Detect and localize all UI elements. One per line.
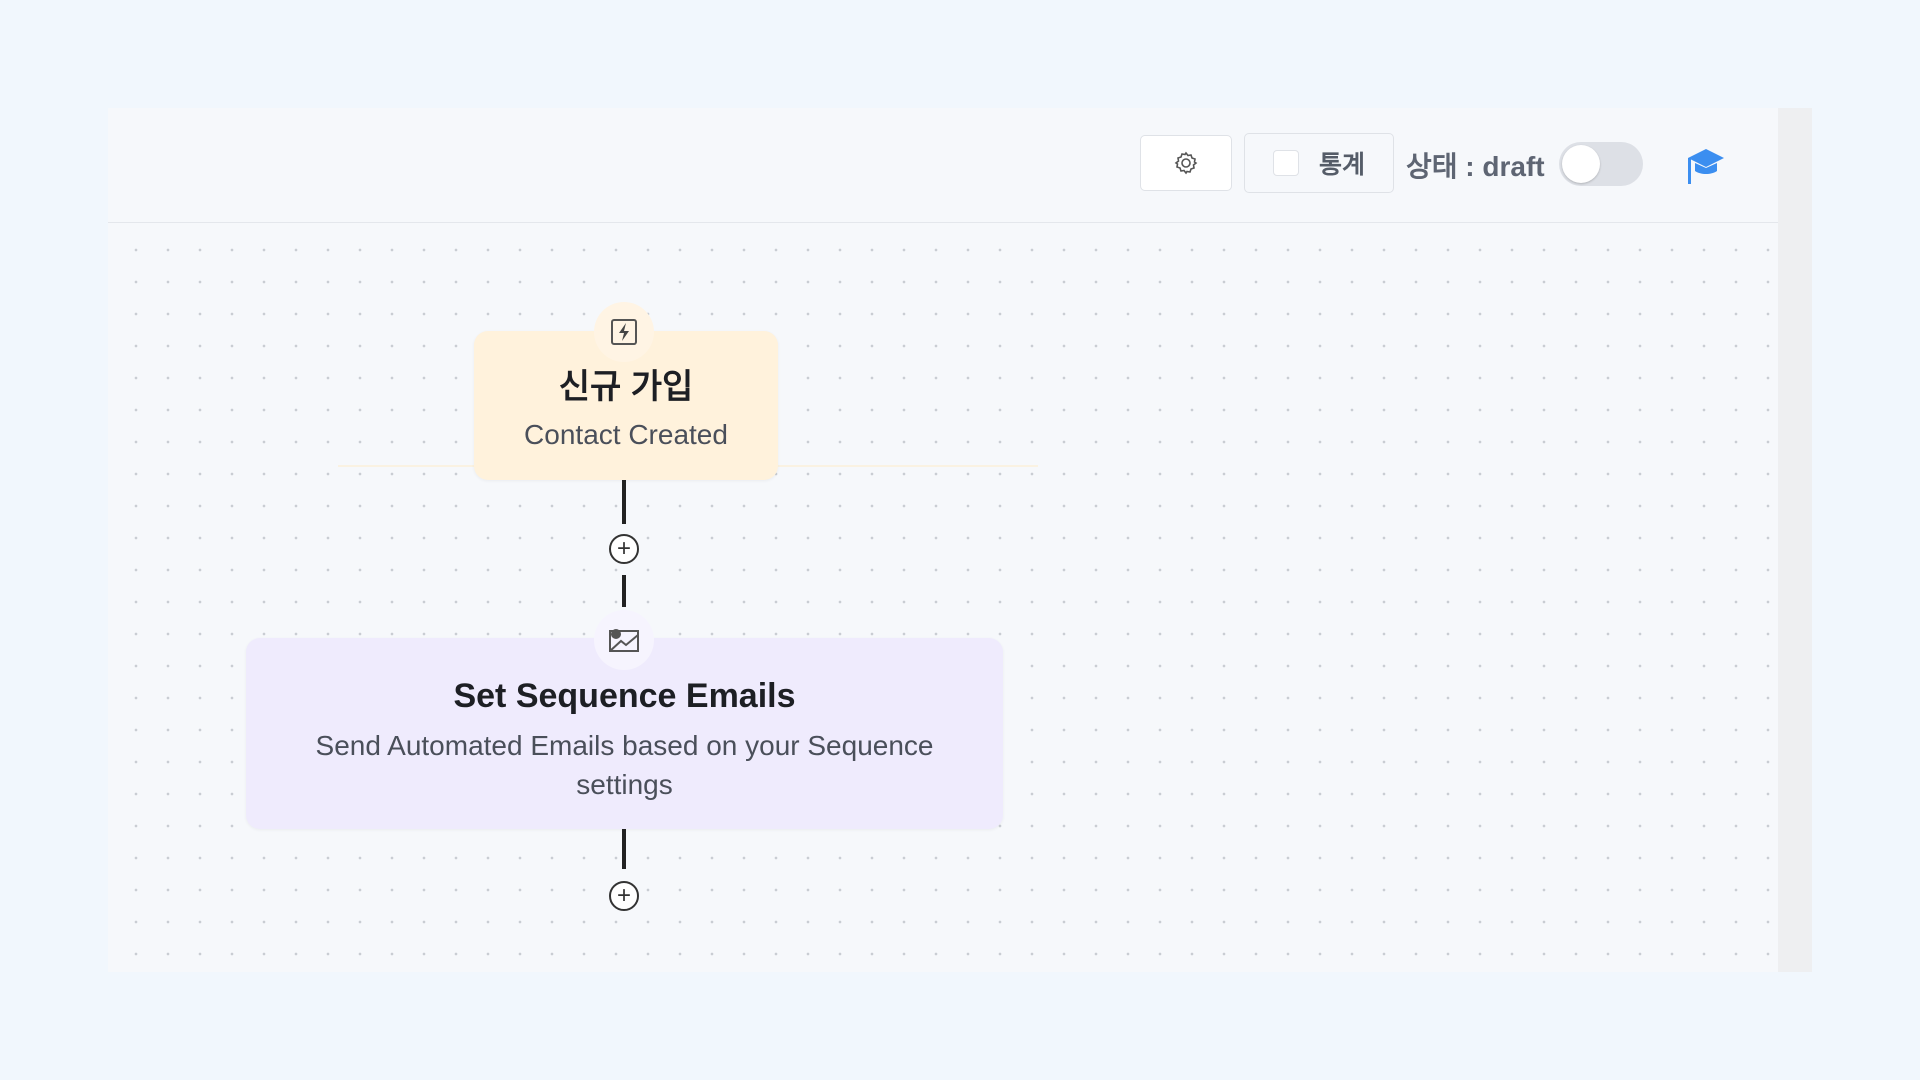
trigger-icon-badge (594, 302, 654, 362)
side-scrollbar[interactable] (1778, 108, 1812, 972)
workflow-panel: 통계 상태 : draft 신규 가입 Contact Created + Se… (108, 108, 1778, 972)
node-description: Send Automated Emails based on your Sequ… (315, 730, 934, 800)
stats-toggle-button[interactable]: 통계 (1244, 133, 1394, 193)
connector-line (622, 575, 626, 607)
trigger-node[interactable]: 신규 가입 Contact Created (474, 331, 778, 480)
node-title: 신규 가입 (558, 368, 694, 406)
stats-checkbox[interactable] (1272, 150, 1299, 176)
lightning-icon (611, 319, 637, 345)
gear-icon (1174, 151, 1198, 175)
toolbar: 통계 상태 : draft (108, 108, 1778, 223)
add-step-button[interactable]: + (609, 534, 639, 564)
graduation-cap-icon[interactable] (1684, 144, 1728, 191)
add-step-button-bottom[interactable]: + (609, 881, 639, 911)
connector-line (622, 829, 626, 869)
status-toggle[interactable] (1559, 142, 1643, 186)
node-description: Contact Created (524, 419, 728, 450)
settings-button[interactable] (1140, 135, 1232, 191)
status-label: 상태 : draft (1406, 151, 1545, 182)
toggle-knob (1562, 145, 1600, 183)
email-icon-badge (594, 610, 654, 670)
email-icon (609, 629, 639, 652)
stats-label: 통계 (1318, 151, 1365, 179)
connector-line (622, 480, 626, 524)
node-title: Set Sequence Emails (453, 677, 796, 715)
workflow-canvas[interactable]: 신규 가입 Contact Created + Set Sequence Ema… (108, 224, 1778, 972)
